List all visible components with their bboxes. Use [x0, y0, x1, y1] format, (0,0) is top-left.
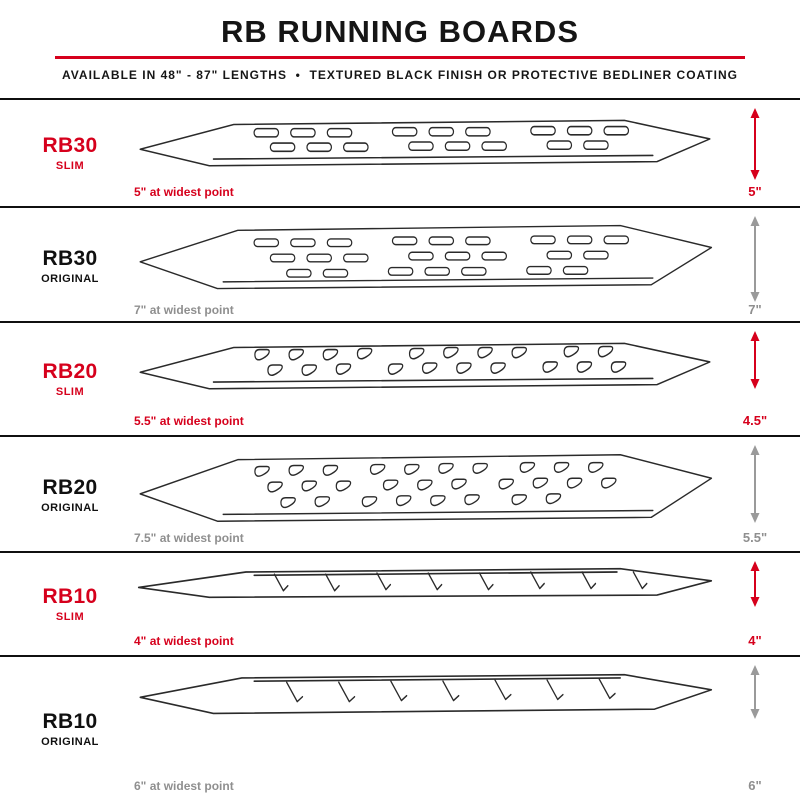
variant-name: ORIGINAL: [41, 735, 99, 748]
width-note: 7.5" at widest point: [134, 531, 244, 545]
height-dimension: 4.5": [722, 323, 788, 435]
height-dimension-arrow: [750, 445, 760, 523]
model-name: RB10: [42, 585, 98, 608]
rb10-original-drawing: [139, 673, 713, 715]
variant-name: ORIGINAL: [41, 501, 99, 514]
board-drawing-area: 7" at widest point: [128, 208, 722, 324]
board-row-rb20-slim: RB20 SLIM 5.5" at widest point 4.5": [0, 323, 800, 437]
board-drawing-area: 5.5" at widest point: [128, 323, 722, 435]
height-dimension-label: 4.5": [742, 413, 768, 428]
height-dimension-arrow: [750, 665, 760, 719]
rb20-original-drawing: [139, 454, 713, 522]
board-row-rb30-slim: RB30 SLIM 5" at widest point 5": [0, 100, 800, 208]
variant-name: ORIGINAL: [41, 273, 99, 285]
height-dimension-arrow: [750, 108, 760, 180]
height-dimension-label: 5": [748, 184, 762, 199]
rb30-slim-drawing: [139, 119, 711, 167]
width-note: 5" at widest point: [134, 185, 234, 199]
variant-name: SLIM: [55, 386, 85, 398]
board-label: RB30 ORIGINAL: [12, 247, 128, 285]
width-note: 5.5" at widest point: [134, 414, 244, 428]
height-dimension: 7": [722, 208, 788, 324]
height-dimension-label: 4": [748, 633, 762, 648]
model-name: RB30: [42, 134, 98, 157]
height-dimension: 4": [722, 553, 788, 655]
model-name: RB30: [42, 247, 98, 270]
height-dimension-label: 6": [748, 778, 762, 793]
board-drawing-area: 6" at widest point: [128, 657, 722, 800]
board-drawing-area: 5" at widest point: [128, 100, 722, 206]
height-dimension: 6": [722, 657, 788, 800]
height-dimension: 5": [722, 100, 788, 206]
board-row-rb10-slim: RB10 SLIM 4" at widest point 4": [0, 553, 800, 657]
height-dimension-label: 7": [748, 302, 762, 317]
board-row-rb20-original: RB20 ORIGINAL 7.5" at widest point: [0, 437, 800, 553]
title-underline: [55, 55, 745, 59]
board-label: RB20 SLIM: [12, 360, 128, 398]
width-note: 4" at widest point: [134, 634, 234, 648]
board-label: RB30 SLIM: [12, 134, 128, 172]
width-note: 6" at widest point: [134, 779, 234, 793]
width-note: 7" at widest point: [134, 303, 234, 317]
board-row-rb10-original: RB10 ORIGINAL 6" at widest point 6": [0, 657, 800, 800]
height-dimension-arrow: [750, 331, 760, 389]
variant-name: SLIM: [55, 611, 85, 623]
height-dimension: 5.5": [722, 437, 788, 552]
board-label: RB20 ORIGINAL: [12, 476, 128, 514]
board-drawing-area: 4" at widest point: [128, 553, 722, 655]
model-name: RB20: [42, 360, 98, 383]
model-name: RB20: [42, 475, 98, 499]
rb10-slim-drawing: [137, 567, 713, 599]
model-name: RB10: [42, 709, 98, 733]
height-dimension-arrow: [750, 216, 760, 302]
variant-name: SLIM: [55, 160, 85, 172]
board-label: RB10 SLIM: [12, 585, 128, 623]
rb30-original-drawing: [139, 224, 713, 290]
page-title: RB RUNNING BOARDS: [221, 14, 579, 49]
header: RB RUNNING BOARDS AVAILABLE IN 48" - 87"…: [0, 0, 800, 100]
board-row-rb30-original: RB30 ORIGINAL 7" at widest point: [0, 208, 800, 323]
height-dimension-arrow: [750, 561, 760, 607]
page-subtitle: AVAILABLE IN 48" - 87" LENGTHS • TEXTURE…: [62, 67, 738, 82]
height-dimension-label: 5.5": [742, 530, 768, 545]
rb20-slim-drawing: [139, 342, 711, 390]
board-label: RB10 ORIGINAL: [12, 710, 128, 748]
board-drawing-area: 7.5" at widest point: [128, 437, 722, 552]
